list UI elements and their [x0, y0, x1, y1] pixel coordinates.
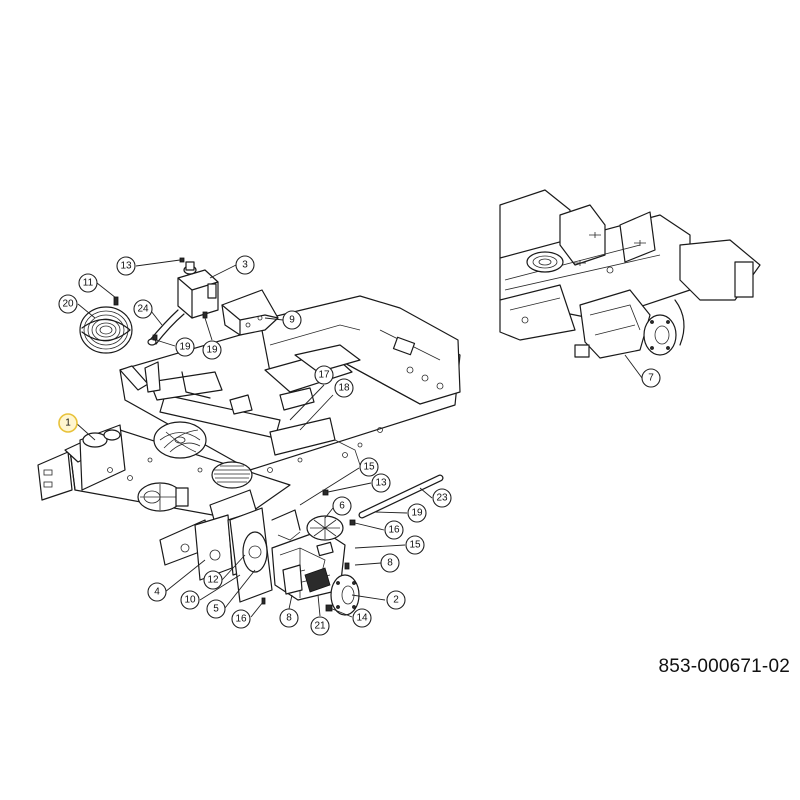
callout-19-right[interactable]: 19	[407, 503, 427, 523]
callout-label: 8	[387, 558, 393, 569]
callout-9[interactable]: 9	[282, 310, 302, 330]
callout-label: 10	[184, 595, 196, 606]
bracket-9	[221, 289, 279, 336]
callout-10[interactable]: 10	[180, 590, 200, 610]
callout-label: 20	[62, 299, 74, 310]
transaxle-fan	[306, 515, 344, 541]
callout-label: 18	[338, 383, 350, 394]
callout-3[interactable]: 3	[235, 255, 255, 275]
callout-17[interactable]: 17	[314, 365, 334, 385]
callout-label: 19	[179, 342, 191, 353]
callout-20[interactable]: 20	[58, 294, 78, 314]
callout-4[interactable]: 4	[147, 582, 167, 602]
callout-16-right[interactable]: 16	[384, 520, 404, 540]
callout-label: 15	[363, 462, 375, 473]
frame-screen	[211, 461, 253, 489]
callout-24[interactable]: 24	[133, 299, 153, 319]
callout-label: 16	[235, 614, 247, 625]
hose	[358, 474, 444, 519]
reservoir	[177, 261, 219, 319]
callout-8-right[interactable]: 8	[380, 553, 400, 573]
callout-label: 5	[213, 604, 219, 615]
callout-label: 8	[286, 613, 292, 624]
callout-label: 9	[289, 315, 295, 326]
callout-label: 11	[83, 278, 94, 289]
callout-label: 4	[154, 587, 160, 598]
upper-fan	[153, 421, 207, 459]
callout-label: 12	[207, 575, 219, 586]
callout-15-top[interactable]: 15	[359, 457, 379, 477]
callout-13-right[interactable]: 13	[371, 473, 391, 493]
callout-13-top[interactable]: 13	[116, 256, 136, 276]
leader-lines	[75, 259, 643, 618]
callout-19-mid[interactable]: 19	[202, 340, 222, 360]
callout-label: 23	[436, 493, 448, 504]
lower-motor	[137, 482, 189, 512]
part-number: 853-000671-02	[658, 656, 790, 677]
callout-19-left[interactable]: 19	[175, 337, 195, 357]
callout-11[interactable]: 11	[78, 273, 98, 293]
callout-label: 15	[409, 540, 421, 551]
callout-2[interactable]: 2	[386, 590, 406, 610]
callout-15-right[interactable]: 15	[405, 535, 425, 555]
callout-8-bottom[interactable]: 8	[279, 608, 299, 628]
callouts: 1 2 3 4 5 6 7 8	[58, 255, 661, 636]
callout-12[interactable]: 12	[203, 570, 223, 590]
fan-screen-20	[79, 306, 133, 354]
inset-view	[499, 189, 761, 359]
screw-11	[113, 296, 119, 306]
callout-label: 17	[318, 370, 330, 381]
callout-7[interactable]: 7	[641, 368, 661, 388]
callout-1[interactable]: 1	[58, 413, 78, 433]
callout-14[interactable]: 14	[352, 608, 372, 628]
callout-label: 1	[65, 418, 71, 429]
callout-label: 13	[375, 478, 387, 489]
callout-21[interactable]: 21	[310, 616, 330, 636]
callout-label: 16	[388, 525, 400, 536]
callout-16-bottom[interactable]: 16	[231, 609, 251, 629]
callout-23[interactable]: 23	[432, 488, 452, 508]
callout-label: 19	[411, 508, 423, 519]
callout-label: 19	[206, 345, 218, 356]
callout-5[interactable]: 5	[206, 599, 226, 619]
callout-label: 14	[356, 613, 368, 624]
callout-label: 2	[393, 595, 399, 606]
callout-6[interactable]: 6	[332, 496, 352, 516]
callout-label: 21	[314, 621, 326, 632]
wheel-hub	[330, 574, 360, 616]
callout-label: 13	[120, 261, 132, 272]
callout-label: 6	[339, 501, 345, 512]
callout-18[interactable]: 18	[334, 378, 354, 398]
hydro-transmission-assembly	[229, 474, 444, 616]
callout-label: 3	[242, 260, 248, 271]
callout-label: 7	[648, 373, 654, 384]
callout-label: 24	[137, 304, 149, 315]
